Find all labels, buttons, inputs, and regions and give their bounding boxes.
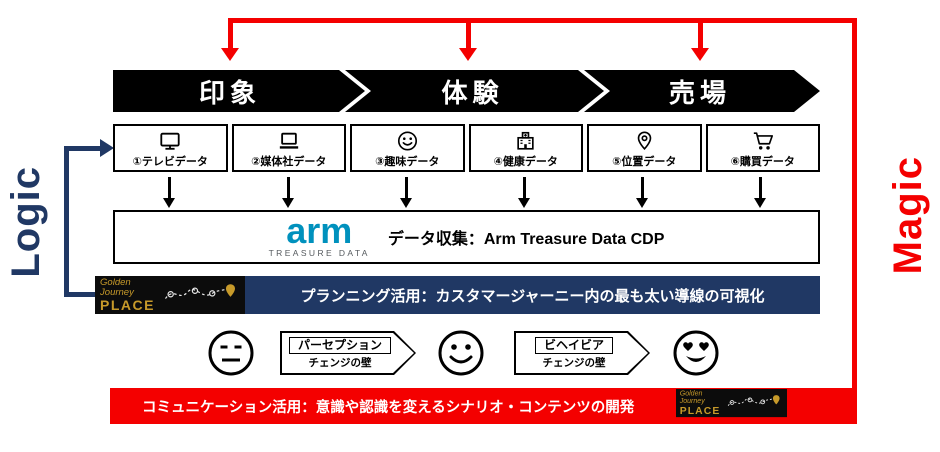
- data-source-location: ⑤位置データ: [587, 124, 702, 172]
- magic-arrow-experience: [459, 18, 477, 61]
- data-source-hobby: ③趣味データ: [350, 124, 465, 172]
- arm-logo-word: arm: [286, 209, 353, 251]
- collect-arrow-1: [163, 177, 175, 208]
- hospital-icon: [514, 130, 537, 152]
- magic-arrow-store: [691, 18, 709, 61]
- data-source-health: ④健康データ: [468, 124, 583, 172]
- magic-arrow-impression: [221, 18, 239, 61]
- magic-label: Magic: [886, 156, 930, 275]
- collect-arrow-6: [754, 177, 766, 208]
- source-label: ⑤位置データ: [612, 155, 677, 168]
- source-label: ⑥購買データ: [730, 155, 795, 168]
- journey-path-icon: [726, 391, 784, 415]
- data-source-media: ②媒体社データ: [231, 124, 346, 172]
- source-label: ③趣味データ: [375, 155, 440, 168]
- journey-path-icon: [162, 279, 240, 311]
- source-label: ②媒体社データ: [251, 155, 327, 168]
- stage-banner-experience: 体験: [345, 70, 604, 112]
- communication-banner-text: コミュニケーション活用：意識や認識を変えるシナリオ・コンテンツの開発: [142, 399, 635, 416]
- badge-word-journey: Journey: [100, 286, 134, 298]
- communication-banner: コミュニケーション活用：意識や認識を変えるシナリオ・コンテンツの開発 Golde…: [110, 388, 857, 424]
- shopping-cart-icon: [751, 130, 775, 152]
- logic-flow-left-line: [64, 146, 69, 297]
- wall-title: ビヘイビア: [535, 337, 613, 354]
- collect-arrow-2: [282, 177, 294, 208]
- data-collection-label: データ収集：Arm Treasure Data CDP: [387, 231, 665, 248]
- wall-title: パーセプション: [289, 337, 391, 354]
- badge-word-journey: Journey: [679, 396, 705, 405]
- badge-word-place: PLACE: [100, 297, 155, 313]
- data-source-purchase: ⑥購買データ: [705, 124, 820, 172]
- logic-arrowhead: [100, 139, 114, 157]
- arm-treasure-data-logo: arm TREASURE DATA: [268, 209, 370, 258]
- stage-banner-store: 売場: [584, 70, 820, 112]
- source-label: ④健康データ: [493, 155, 558, 168]
- badge-word-golden: Golden: [100, 277, 131, 288]
- smiley-icon: [396, 130, 419, 152]
- golden-journey-place-badge-left: Golden Journey PLACE: [95, 276, 245, 314]
- logic-flow-top-line: [64, 146, 102, 151]
- badge-word-place: PLACE: [679, 404, 721, 417]
- collect-arrow-4: [518, 177, 530, 208]
- perception-change-wall: パーセプション チェンジの壁: [280, 331, 416, 375]
- magic-flow-top-line: [228, 18, 857, 23]
- neutral-face-icon: [207, 329, 255, 377]
- golden-journey-place-badge-right: Golden Journey PLACE: [676, 389, 787, 418]
- magic-flow-right-line: [852, 18, 857, 396]
- data-collection-box: arm TREASURE DATA データ収集：Arm Treasure Dat…: [113, 210, 820, 264]
- arm-logo-subtext: TREASURE DATA: [268, 247, 370, 258]
- tv-icon: [158, 130, 182, 152]
- planning-banner-text: プランニング活用：カスタマージャーニー内の最も太い導線の可視化: [300, 287, 765, 305]
- location-pin-icon: [633, 130, 656, 152]
- stage-label: 体験: [441, 77, 504, 108]
- happy-face-icon: [437, 329, 485, 377]
- laptop-icon: [277, 130, 301, 152]
- stage-banner-impression: 印象: [113, 70, 365, 112]
- stage-label: 印象: [198, 77, 261, 108]
- data-source-row: ①テレビデータ ②媒体社データ ③趣味データ ④健康データ ⑤位置データ: [113, 124, 820, 172]
- logic-flow-bottom-line: [64, 292, 98, 297]
- collect-arrow-3: [400, 177, 412, 208]
- stage-label: 売場: [668, 77, 731, 108]
- source-label: ①テレビデータ: [132, 155, 208, 168]
- wall-subtitle: チェンジの壁: [542, 356, 606, 369]
- wall-subtitle: チェンジの壁: [308, 356, 372, 369]
- collect-arrow-5: [636, 177, 648, 208]
- behavior-change-wall: ビヘイビア チェンジの壁: [514, 331, 650, 375]
- logic-label: Logic: [4, 166, 48, 278]
- data-source-tv: ①テレビデータ: [113, 124, 228, 172]
- love-face-icon: [672, 329, 720, 377]
- badge-word-golden: Golden: [679, 389, 703, 398]
- planning-banner: Golden Journey PLACE プランニング活用：カスタマージャーニー…: [95, 276, 820, 314]
